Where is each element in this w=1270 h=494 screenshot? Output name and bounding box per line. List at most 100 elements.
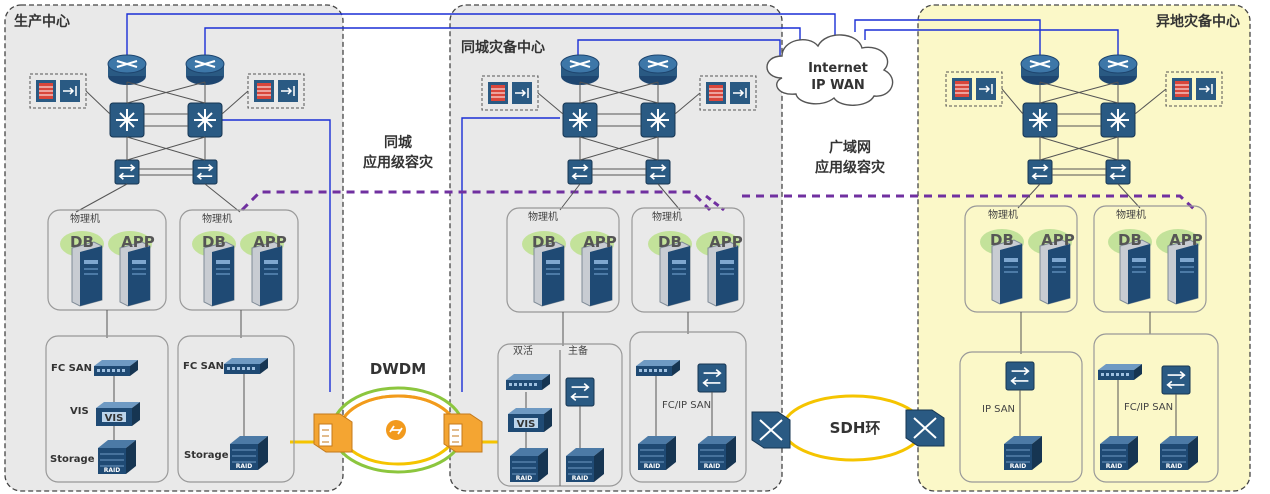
vis-device-label: VIS [517,419,536,430]
primary-standby-label: 主备 [568,344,588,357]
remote-zone-title: 异地灾备中心 [1156,13,1240,30]
server-icon [1167,239,1199,305]
l3-switch-icon [1022,102,1058,138]
production-storage-box-1 [45,335,169,483]
firewall-icon [1165,71,1223,107]
oadm-icon [443,413,483,453]
fc-san-label: FC SAN [183,361,224,372]
cloud-icon [766,34,894,106]
db-label: DB [70,233,94,251]
same-city-storage-box-2 [629,331,747,483]
fc-switch-icon [506,374,550,390]
server-icon [1119,239,1151,305]
app-label: APP [253,233,287,251]
dwdm-center-icon [386,420,406,440]
fc-switch-icon [636,360,680,376]
storage-label: Storage [50,454,95,465]
san-switch-icon [1027,159,1053,185]
router-icon [185,54,225,85]
fc-switch-icon [1098,364,1142,380]
san-switch-icon [567,159,593,185]
raid-label: RAID [644,463,660,470]
l3-switch-icon [562,102,598,138]
raid-label: RAID [1166,463,1182,470]
server-icon [707,241,739,307]
server-icon [119,241,151,307]
fc-switch-icon [224,358,268,374]
physical-machine-label: 物理机 [528,210,558,223]
app-label: APP [583,233,617,251]
raid-storage-icon: RAID [698,436,736,470]
ip-wan-label: IP WAN [811,78,865,93]
raid-label: RAID [572,475,588,482]
server-icon [991,239,1023,305]
san-switch-icon [697,363,727,393]
l3-switch-icon [640,102,676,138]
raid-storage-icon: RAID [1004,436,1042,470]
fc-switch-icon [94,360,138,376]
l3-switch-icon [1100,102,1136,138]
same-city-zone-title: 同城灾备中心 [461,39,545,56]
raid-storage-icon: RAID [510,448,548,482]
vis-icon: VIS [96,402,140,426]
fc-ip-san-label: FC/IP SAN [1124,402,1173,413]
raid-storage-icon: RAID [1100,436,1138,470]
storage-label: Storage [184,450,229,461]
firewall-icon [247,73,305,109]
server-icon [581,241,613,307]
firewall-icon [945,71,1003,107]
server-icon [533,241,565,307]
db-label: DB [658,233,682,251]
vis-icon: VIS [508,408,552,432]
raid-storage-icon: RAID [638,436,676,470]
l3-switch-icon [109,102,145,138]
app-label: APP [709,233,743,251]
raid-label: RAID [704,463,720,470]
wan-links [126,13,1119,392]
san-switch-icon [1105,159,1131,185]
san-switch-icon [114,159,140,185]
physical-machine-label: 物理机 [988,208,1018,221]
san-switch-icon [1005,361,1035,391]
router-icon [638,54,678,85]
same-city-dr-label-2: 应用级容灾 [363,154,434,171]
app-label: APP [121,233,155,251]
server-icon [251,241,283,307]
raid-storage-icon: RAID [1160,436,1198,470]
l3-switch-icon [187,102,223,138]
app-label: APP [1169,231,1203,249]
physical-machine-label: 物理机 [202,212,232,225]
sdh-node-icon [905,409,945,447]
app-label: APP [1041,231,1075,249]
raid-label: RAID [1010,463,1026,470]
physical-machine-label: 物理机 [652,210,682,223]
raid-label: RAID [516,475,532,482]
physical-machine-label: 物理机 [70,212,100,225]
router-icon [107,54,147,85]
server-icon [203,241,235,307]
db-label: DB [1118,231,1142,249]
raid-label: RAID [236,463,252,470]
ip-san-label: IP SAN [982,404,1015,415]
wan-dr-label-1: 广域网 [829,139,871,156]
firewall-icon [29,73,87,109]
raid-storage-icon: RAID [566,448,604,482]
same-city-dr-label-1: 同城 [384,134,412,151]
vis-device-label: VIS [105,413,124,424]
fc-ip-san-label: FC/IP SAN [662,400,711,411]
server-icon [659,241,691,307]
server-icon [71,241,103,307]
wan-app-dr-link [742,194,1197,212]
san-switch-icon [192,159,218,185]
physical-machine-label: 物理机 [1116,208,1146,221]
raid-label: RAID [104,467,120,474]
db-label: DB [202,233,226,251]
internet-label: Internet [808,61,868,76]
db-label: DB [532,233,556,251]
san-switch-icon [645,159,671,185]
oadm-icon [313,413,353,453]
sdh-node-icon [751,411,791,449]
remote-storage-box-2 [1093,333,1219,483]
